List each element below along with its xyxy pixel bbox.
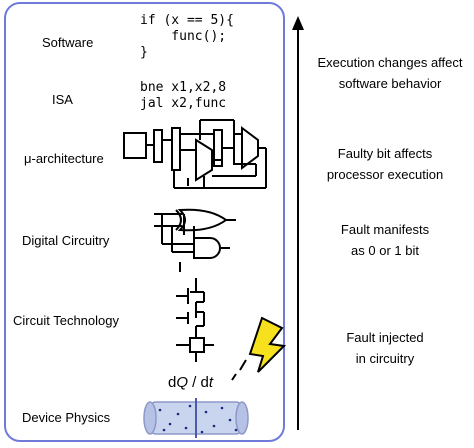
code-line: jal x2,func <box>140 96 227 111</box>
logic-gates-icon <box>154 208 236 272</box>
layer-label-software: Software <box>42 35 94 50</box>
abstraction-stack-panel <box>4 2 285 442</box>
rate-equation: dQ / dt <box>168 374 214 391</box>
effect-bit: Fault manifests as 0 or 1 bit <box>340 222 430 258</box>
code-line: func(); <box>140 29 227 44</box>
effect-processor: Faulty bit affects processor execution <box>326 146 444 182</box>
layer-label-device-physics: Device Physics <box>22 410 111 425</box>
software-code: if (x == 5){ func();} <box>140 13 234 61</box>
effect-software: Execution changes affect software behavi… <box>317 55 463 91</box>
layer-label-circuit-technology: Circuit Technology <box>13 313 119 328</box>
code-line: if (x == 5){ <box>140 13 234 28</box>
upward-arrow <box>292 16 304 430</box>
effect-circuitry: Fault injected in circuitry <box>346 330 424 366</box>
layer-label-microarchitecture: μ-architecture <box>24 151 104 166</box>
code-line: } <box>140 45 148 60</box>
layer-label-isa: ISA <box>52 92 73 107</box>
device-physics-icon <box>143 398 249 438</box>
transistor-stack-icon <box>176 278 214 362</box>
microarchitecture-pipeline-icon <box>123 119 267 189</box>
layer-label-digital-circuitry: Digital Circuitry <box>22 233 110 248</box>
code-line: bne x1,x2,8 <box>140 80 227 95</box>
lightning-spark-icon <box>231 359 247 381</box>
lightning-bolt-icon <box>248 316 287 373</box>
